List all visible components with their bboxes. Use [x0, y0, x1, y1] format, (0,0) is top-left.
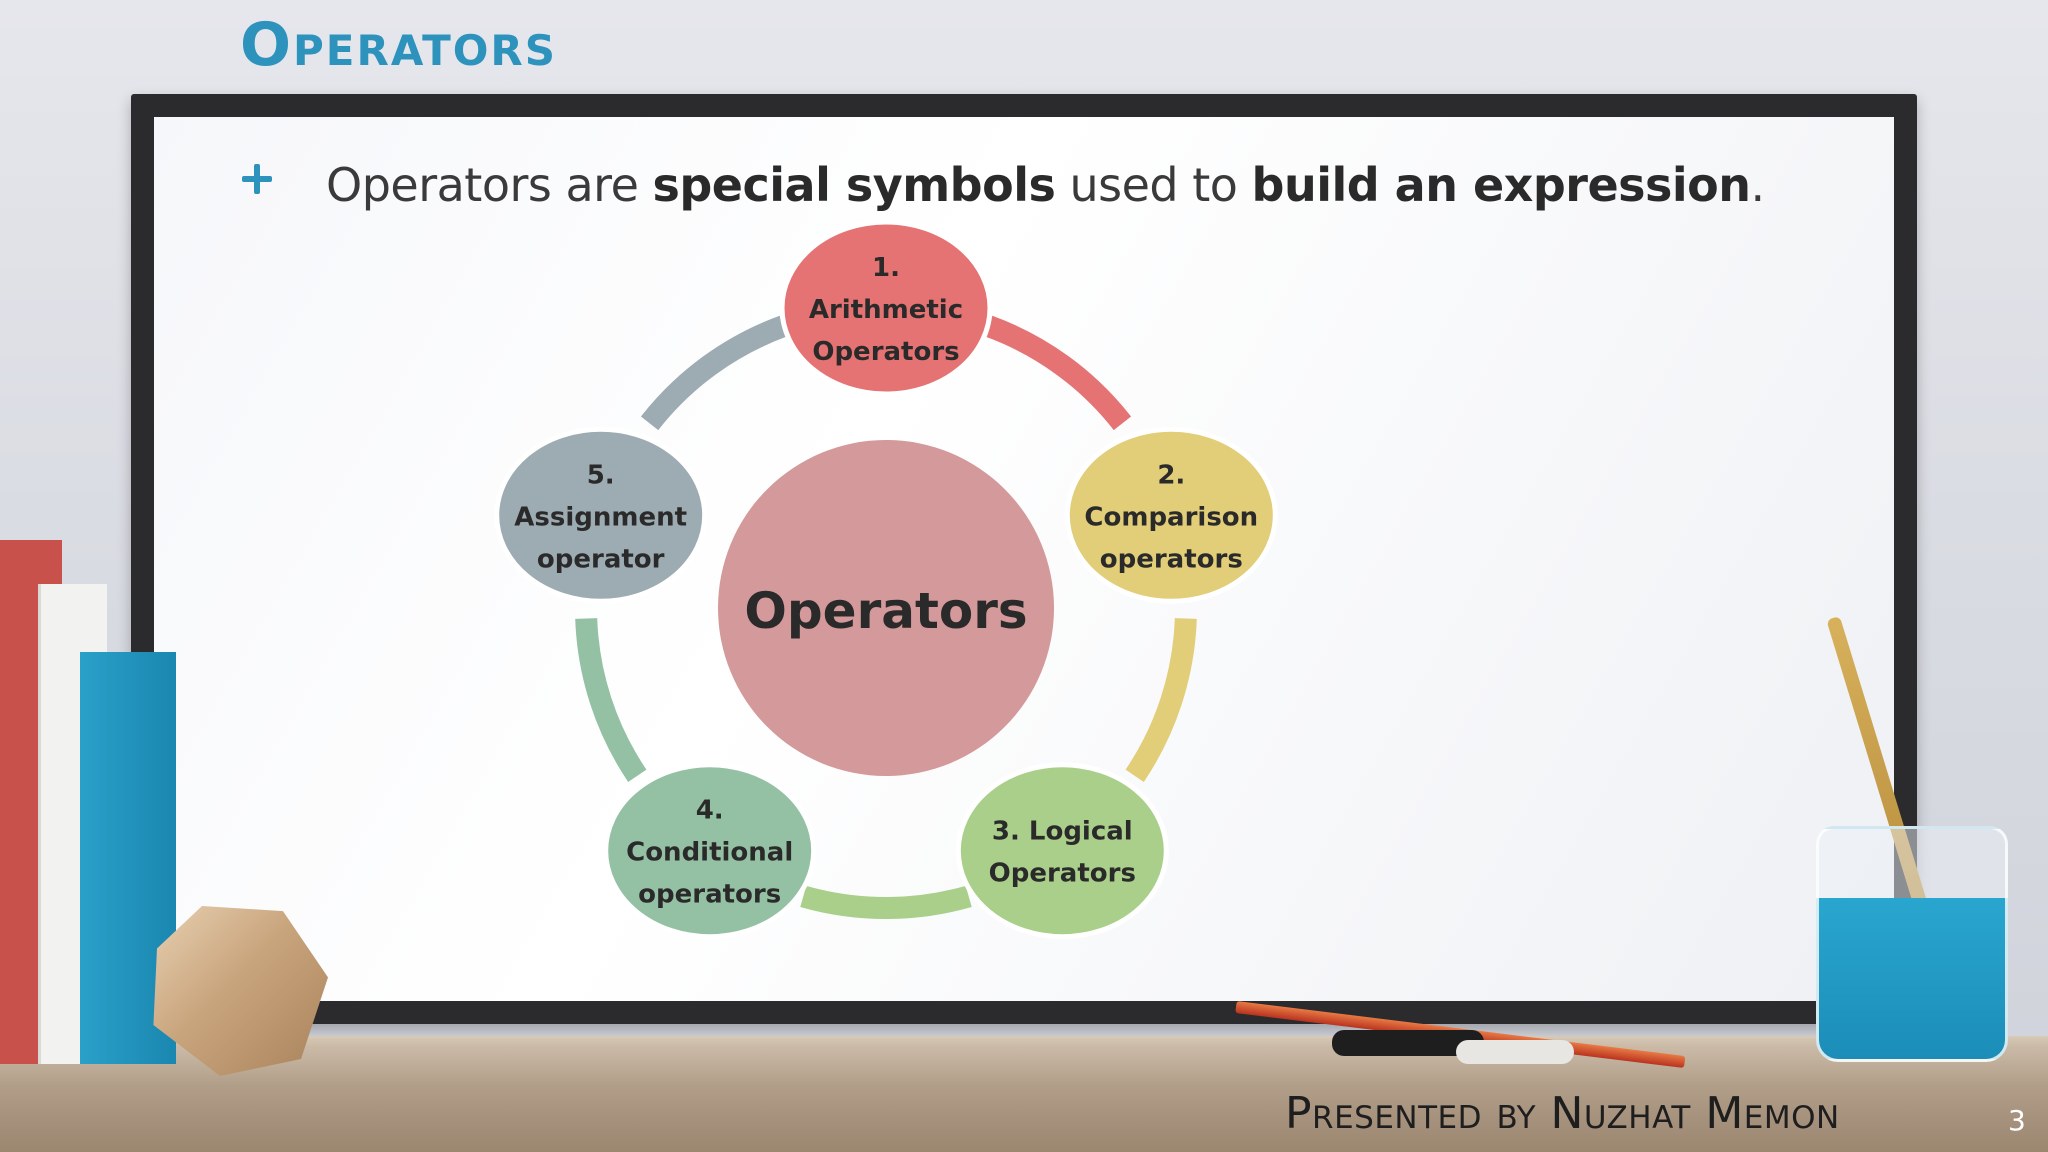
operator-node-label: Arithmetic [809, 295, 963, 325]
cycle-arc-2 [1125, 618, 1197, 782]
operator-node-circle [1064, 426, 1278, 604]
operator-node-label: Operators [989, 859, 1136, 889]
wooden-shelf [0, 1048, 2048, 1152]
operator-node-circle [779, 219, 993, 397]
operator-node-label: Comparison [1084, 502, 1258, 532]
cycle-arcs [575, 315, 1197, 920]
operator-node-label: 4. [696, 796, 724, 826]
eraser [1456, 1040, 1574, 1064]
operator-node-circle [955, 762, 1169, 940]
bullet-text: Operators are special symbols used to bu… [326, 158, 1765, 212]
operator-node-label: operators [638, 880, 781, 910]
page-number: 3 [2008, 1104, 2026, 1137]
operator-node-5: 5. Assignment operator [494, 426, 708, 604]
operator-node-label: Assignment [514, 502, 687, 532]
operator-node-label: Operators [812, 337, 959, 367]
presenter-credit: Presented by Nuzhat Memon [1285, 1088, 1840, 1139]
slide-title: Operators [240, 10, 558, 80]
operator-node-label: 1. [872, 253, 900, 283]
operator-node-label: operator [537, 544, 665, 574]
bullet-text-part1: Operators are [326, 158, 653, 212]
operator-node-4: 4. Conditional operators [603, 762, 817, 940]
water-jar [1816, 826, 2008, 1062]
bullet-text-part3: . [1750, 158, 1766, 212]
cycle-arc-3 [800, 885, 972, 920]
bullet-text-bold2: build an expression [1251, 158, 1752, 212]
bullet-point: Operators are special symbols used to bu… [240, 150, 1765, 220]
cycle-arc-5 [640, 315, 788, 431]
operator-node-circle [603, 762, 817, 940]
operator-node-label: operators [1100, 544, 1243, 574]
operator-node-label: 3. Logical [992, 817, 1133, 847]
plus-icon [240, 162, 274, 196]
operator-node-label: Conditional [626, 838, 793, 868]
center-node: Operators [718, 440, 1054, 776]
operator-node-label: 2. [1157, 460, 1185, 490]
bullet-text-part2: used to [1055, 158, 1252, 212]
operator-node-2: 2. Comparison operators [1064, 426, 1278, 604]
center-label: Operators [744, 582, 1027, 640]
operator-node-circle [494, 426, 708, 604]
bullet-text-bold1: special symbols [652, 158, 1056, 212]
operator-node-label: 5. [587, 460, 615, 490]
center-circle [718, 440, 1054, 776]
cycle-arc-4 [575, 618, 647, 782]
cycle-arc-1 [984, 315, 1132, 431]
